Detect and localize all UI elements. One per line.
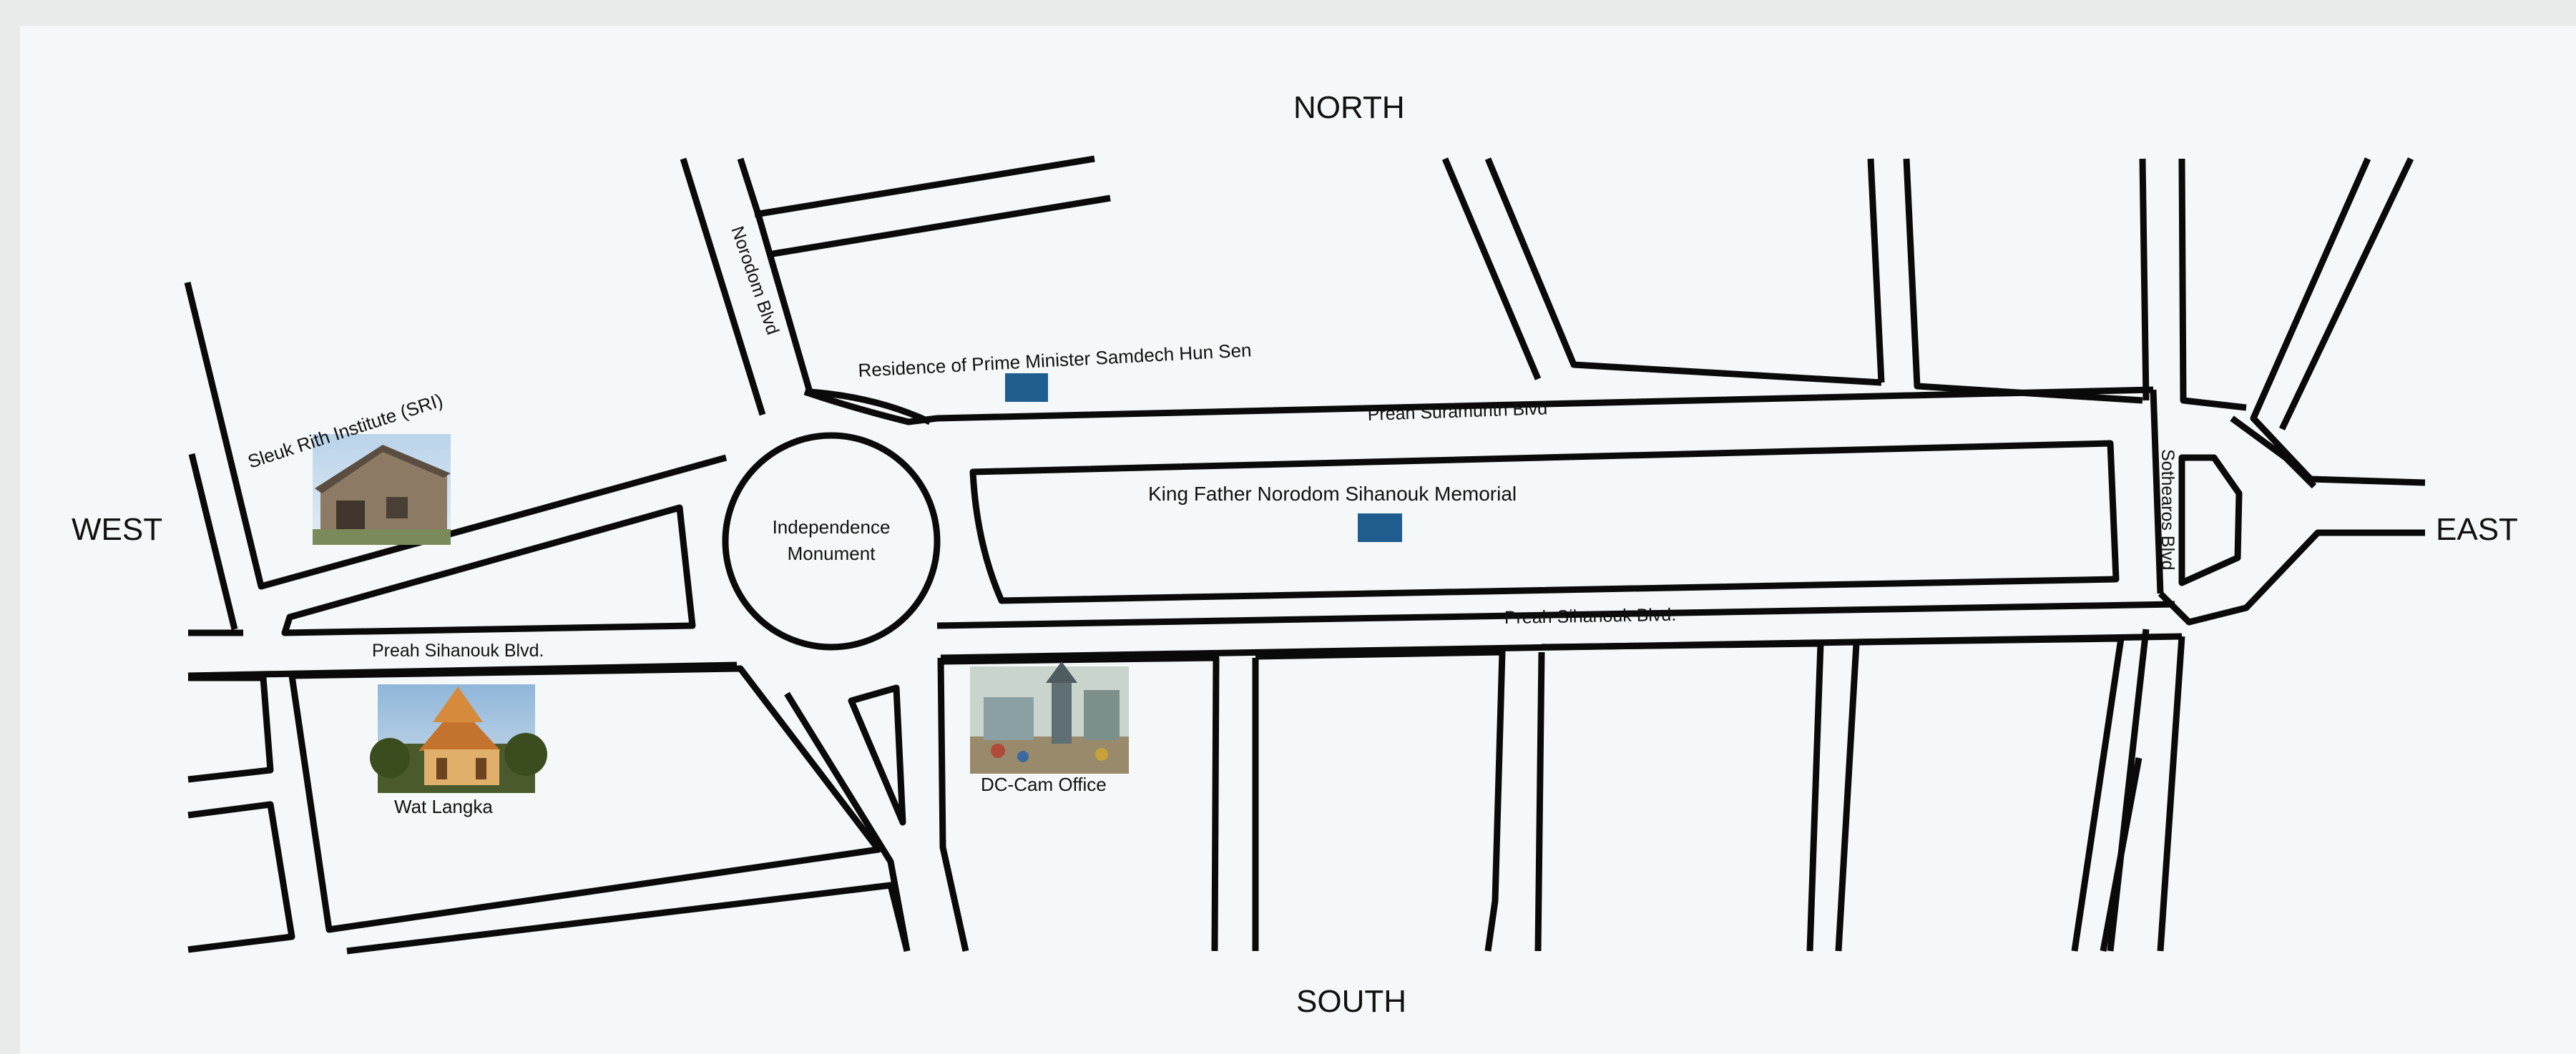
north-street-3-east [2178,158,2247,411]
dccam-photo[interactable] [970,661,1129,774]
north-street-2-west [1867,158,1885,383]
suramurith-blvd-label: Preah Suramurith Blvd [1367,398,1547,425]
sihanouk-east-north-edge [936,601,2175,629]
south-street-4b [1856,635,2125,952]
memorial-marker[interactable] [1358,513,1402,542]
west-stub-b [187,801,295,953]
west-stub-a [187,674,274,783]
wat-langka-photo[interactable] [370,684,547,793]
south-street-3b [1541,640,1824,952]
south-island [848,684,906,826]
sri-road-north-edge [184,281,728,590]
road-network [184,155,2426,955]
north-street-3-west [2139,158,2150,401]
sihanouk-blvd-east-label: Preah Sihanouk Blvd. [1504,605,1677,628]
roundabout-ring [722,432,941,651]
compass-north: NORTH [1293,90,1405,125]
sri-photo[interactable] [313,434,451,545]
norodom-north-branch-a [754,155,1095,218]
south-street-1 [942,654,1220,952]
memorial-label: King Father Norodom Sihanouk Memorial [1148,483,1517,505]
independence-monument-label-1: Independence [773,516,891,538]
dccam-office-label: DC-Cam Office [981,774,1107,795]
south-street-5-east [2157,636,2185,952]
north-street-1-west [1441,157,1542,380]
map-panel: NORTH SOUTH WEST EAST Norodom Blvd Preah… [20,26,2576,1054]
compass-south: SOUTH [1296,984,1406,1019]
south-road-west-edge [784,691,911,952]
south-street-2b [1255,649,1506,952]
residence-label: Residence of Prime Minister Samdech Hun … [858,339,1252,381]
south-street-6 [2100,757,2142,952]
norodom-blvd-west-edge [680,157,766,416]
independence-monument-label-2: Monument [788,543,876,564]
norodom-north-branch-b [772,194,1111,257]
sothearos-blvd-label: Sothearos Blvd [2158,449,2178,571]
sihanouk-blvd-west-label: Preah Sihanouk Blvd. [372,641,544,661]
east-road-north-edge [2230,415,2317,489]
suramurith-residence-link [809,388,931,425]
ne-diagonal-east [2278,157,2414,430]
wat-langka-block [288,665,882,933]
compass-east: EAST [2436,512,2518,547]
compass-west: WEST [72,512,162,547]
residence-marker[interactable] [1005,373,1048,402]
west-island [281,504,696,636]
north-street-1-east [1484,157,1882,386]
suramurith-north-edge [803,386,2154,425]
south-road-east-edge [937,657,969,952]
memorial-median [969,440,2120,604]
north-street-2-east [1903,158,2143,404]
map-canvas: NORTH SOUTH WEST EAST Norodom Blvd Preah… [72,90,2518,1019]
south-street-4 [1835,643,1860,952]
wat-langka-label: Wat Langka [394,796,493,817]
east-road-south-edge [2158,529,2425,626]
sothearos-west-edge [2150,389,2164,594]
south-street-3 [1534,651,1545,952]
sothearos-loop [2178,454,2243,586]
south-west-road [346,882,911,955]
ne-diagonal-west [2250,157,2426,486]
sri-road-south-edge [188,453,238,631]
